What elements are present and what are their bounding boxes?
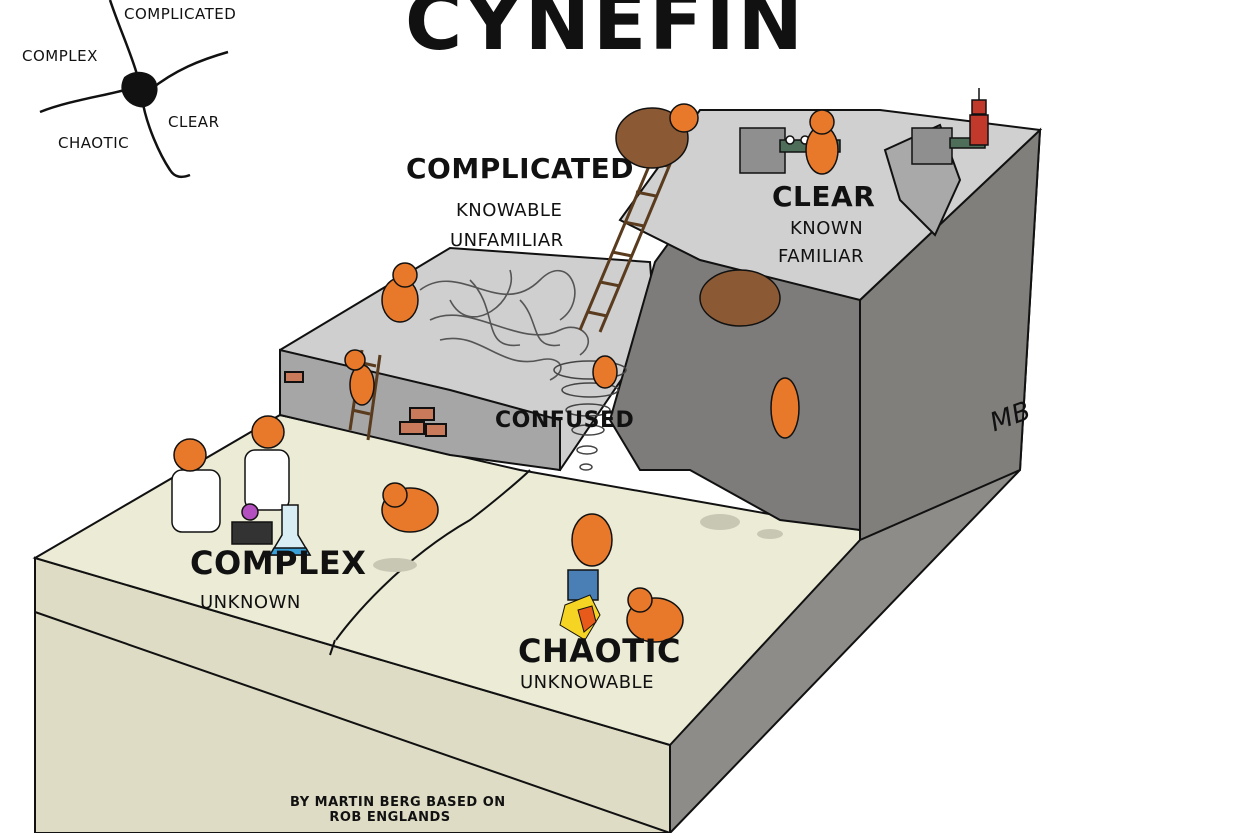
domain-clear-name: CLEAR [772,180,875,213]
domain-chaotic-line1: UNKNOWABLE [520,672,654,693]
domain-complex-line1: UNKNOWN [200,592,301,613]
domain-chaotic-name: CHAOTIC [518,632,681,670]
mini-map-complicated: COMPLICATED [124,5,236,23]
cliff [610,110,1040,540]
creature-clear-worker [806,110,838,174]
domain-clear-line2: FAMILIAR [778,246,864,267]
domain-clear-line1: KNOWN [790,218,863,239]
creature-scientist-left [172,439,220,532]
mini-map-chaotic: CHAOTIC [58,134,129,152]
page-title: CYNEFIN [405,0,806,68]
credit-block: BY MARTIN BERG BASED ON ROB ENGLANDS [290,795,490,825]
domain-complex-name: COMPLEX [190,544,366,582]
creature-in-whirlwind [593,356,617,388]
domain-complicated-line1: KNOWABLE [456,200,562,221]
creature-on-ladder-top [670,104,698,132]
creature-falling-cliff [771,378,799,438]
domain-complicated-line2: UNFAMILIAR [450,230,564,251]
creature-complicated-thinker [382,263,418,322]
credit-line2: ROB ENGLANDS [290,810,490,825]
mini-map-complex: COMPLEX [22,47,98,65]
creature-scientist-right [245,416,289,510]
domain-complicated-name: COMPLICATED [406,152,634,185]
credit-line1: BY MARTIN BERG BASED ON [290,795,490,810]
mini-map-clear: CLEAR [168,113,220,131]
domain-confused-name: CONFUSED [495,408,634,433]
